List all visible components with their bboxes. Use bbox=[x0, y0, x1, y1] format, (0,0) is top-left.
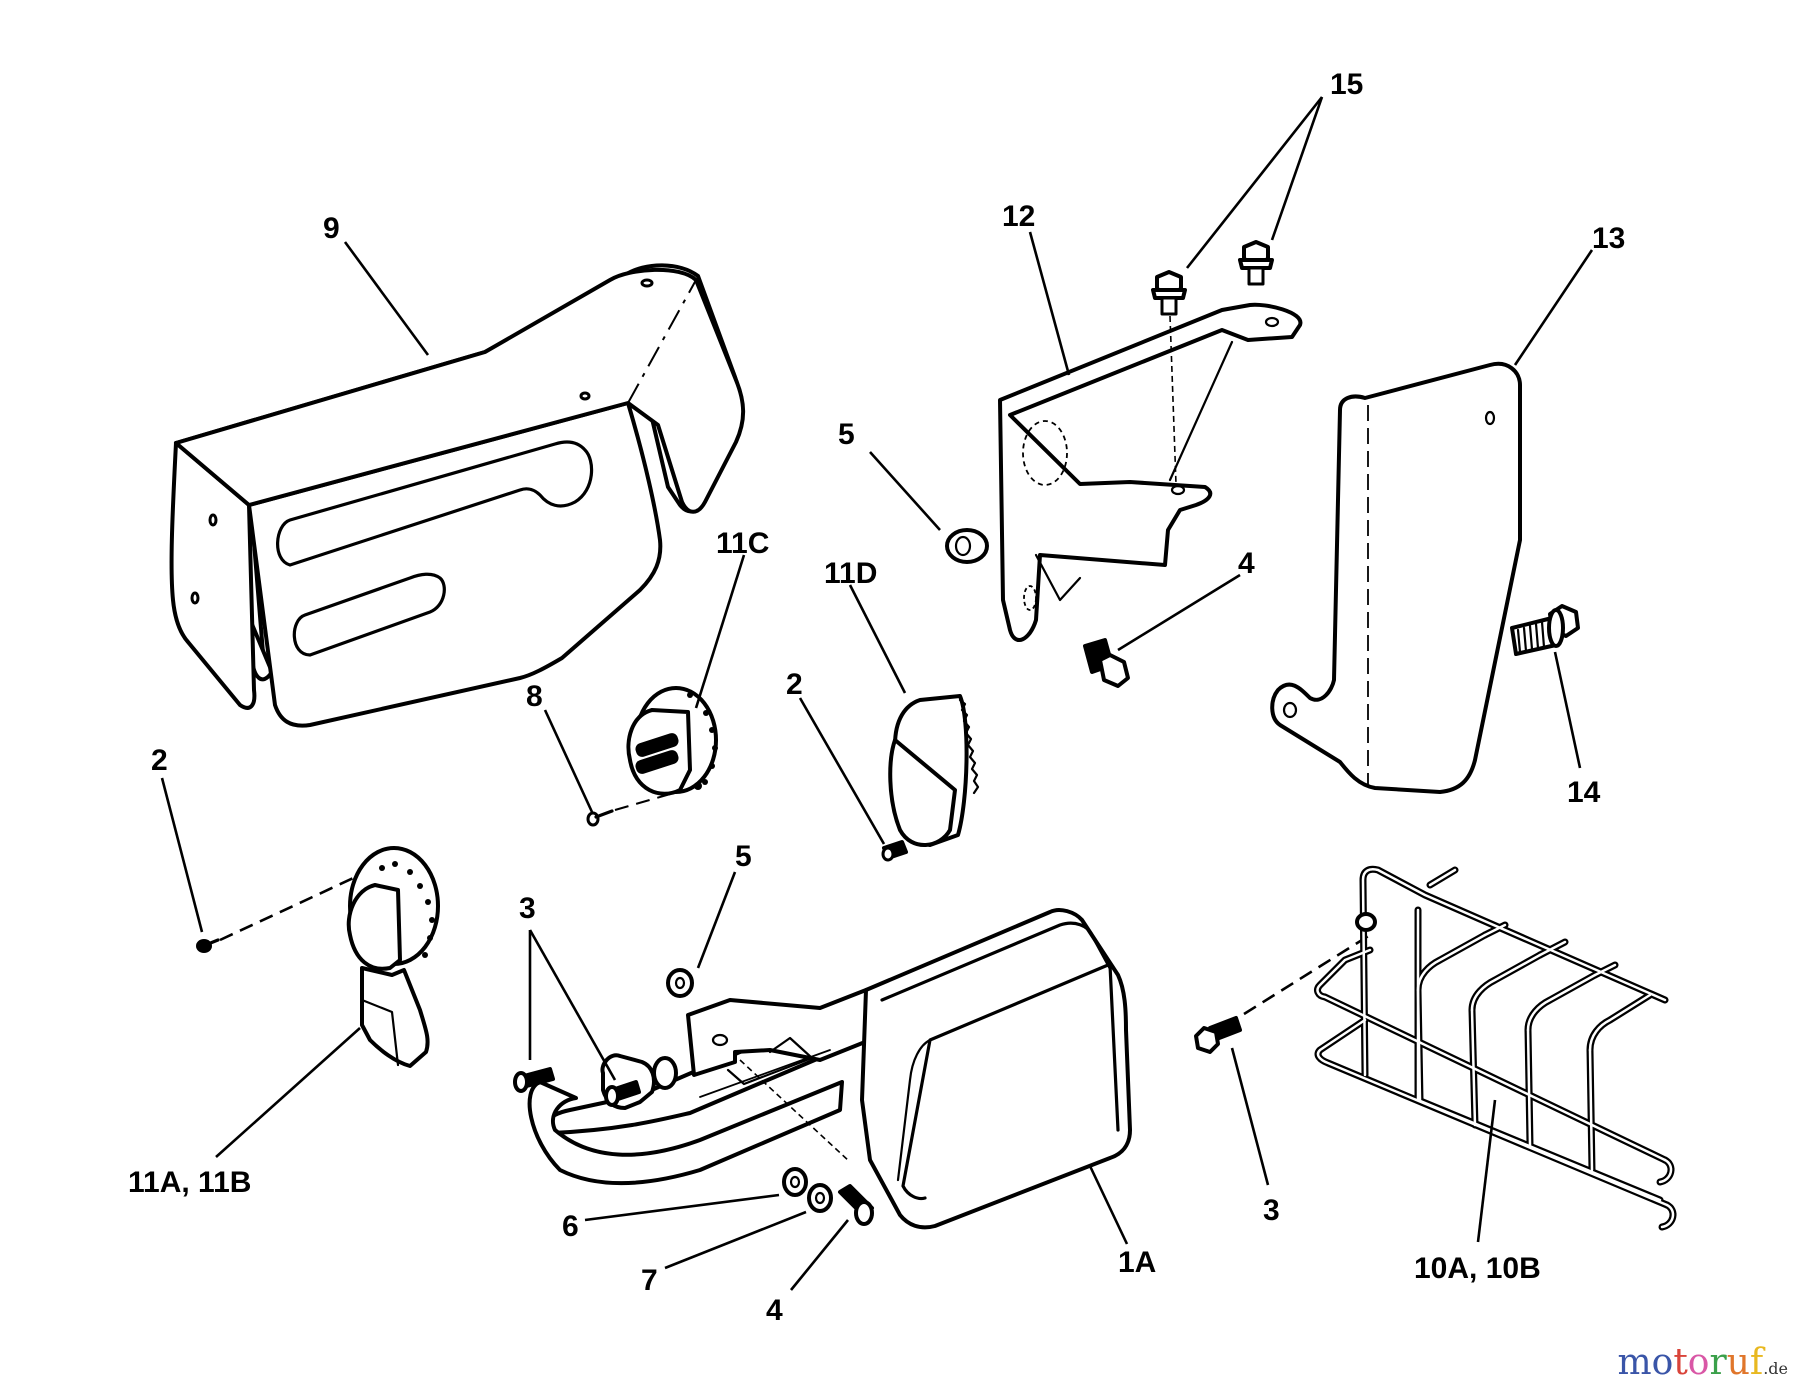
leader-13 bbox=[1513, 249, 1594, 366]
part-2-screw-left[interactable] bbox=[196, 938, 220, 953]
leader-5-lower bbox=[696, 871, 737, 969]
assembly-line-8 bbox=[614, 785, 699, 811]
part-5-spacer-upper[interactable] bbox=[945, 528, 989, 564]
assembly-line-3-right bbox=[1243, 933, 1371, 1016]
callout-9: 9 bbox=[323, 212, 340, 245]
leader-1a bbox=[1088, 1165, 1129, 1245]
logo-tld: .de bbox=[1763, 1359, 1788, 1378]
callout-10ab: 10A, 10B bbox=[1414, 1252, 1541, 1285]
callout-7: 7 bbox=[641, 1264, 658, 1297]
part-9-muffler-shield[interactable] bbox=[169, 263, 746, 728]
callout-11c: 11C bbox=[716, 527, 769, 560]
leader-4-lower bbox=[789, 1219, 850, 1291]
leader-11c bbox=[694, 554, 746, 709]
callout-2-mid: 2 bbox=[786, 668, 803, 701]
watermark-logo: motoruf.de bbox=[1617, 1342, 1788, 1383]
logo-letter: r bbox=[1709, 1342, 1727, 1383]
callout-12: 12 bbox=[1002, 200, 1035, 233]
callout-5-lower: 5 bbox=[735, 840, 752, 873]
leader-2-mid bbox=[798, 697, 886, 845]
part-1a-muffler[interactable] bbox=[513, 908, 1132, 1230]
leader-7 bbox=[664, 1210, 807, 1270]
leader-12 bbox=[1028, 231, 1071, 376]
callout-15: 15 bbox=[1330, 68, 1363, 101]
part-8-screw[interactable] bbox=[586, 809, 614, 827]
part-3-bolt-right[interactable] bbox=[1194, 1016, 1242, 1054]
callout-2-left: 2 bbox=[151, 744, 168, 777]
logo-letter: o bbox=[1651, 1342, 1674, 1383]
leader-3-right bbox=[1230, 1047, 1270, 1186]
callout-11ab: 11A, 11B bbox=[128, 1166, 251, 1199]
part-11c-deflector-cap[interactable] bbox=[626, 686, 718, 796]
part-6-washer[interactable] bbox=[782, 1167, 808, 1197]
callout-14: 14 bbox=[1567, 776, 1601, 809]
logo-letter: u bbox=[1726, 1342, 1750, 1383]
callout-4-upper: 4 bbox=[1238, 547, 1255, 580]
callout-13: 13 bbox=[1592, 222, 1625, 255]
callout-5-upper: 5 bbox=[838, 418, 855, 451]
callout-8: 8 bbox=[526, 680, 543, 713]
part-4-bolt-lower[interactable] bbox=[838, 1184, 874, 1226]
part-7-lock-washer[interactable] bbox=[807, 1183, 833, 1213]
part-11d-deflector-cap[interactable] bbox=[888, 694, 980, 847]
leader-6 bbox=[584, 1193, 780, 1222]
part-12-bracket[interactable] bbox=[998, 302, 1303, 642]
part-13-bracket-plate[interactable] bbox=[1270, 361, 1522, 794]
leader-2-left bbox=[160, 777, 204, 933]
callout-6: 6 bbox=[562, 1210, 579, 1243]
logo-letter: o bbox=[1687, 1342, 1710, 1383]
callout-4-lower: 4 bbox=[766, 1294, 783, 1327]
part-5-spacer-lower[interactable] bbox=[666, 968, 694, 998]
leader-15b bbox=[1270, 96, 1324, 241]
leader-11ab bbox=[215, 1027, 361, 1158]
callout-1a: 1A bbox=[1118, 1246, 1156, 1279]
part-11ab-deflector[interactable] bbox=[346, 846, 440, 1068]
callout-3-left: 3 bbox=[519, 892, 536, 925]
part-10ab-wire-guard[interactable] bbox=[1314, 865, 1677, 1231]
assembly-line-2-left bbox=[219, 872, 363, 942]
leader-5-upper bbox=[869, 451, 941, 531]
logo-letter: t bbox=[1673, 1342, 1688, 1383]
part-14-flange-bolt[interactable] bbox=[1510, 604, 1580, 656]
assembly-line-6-7-4 bbox=[739, 1059, 851, 1163]
callout-3-right: 3 bbox=[1263, 1194, 1280, 1227]
leader-14 bbox=[1553, 651, 1582, 769]
part-15-flange-bolt-a[interactable] bbox=[1151, 270, 1187, 316]
leader-11d bbox=[848, 584, 907, 694]
assembly-line-15 bbox=[1169, 315, 1177, 485]
logo-letter: m bbox=[1617, 1342, 1652, 1383]
callout-11d: 11D bbox=[824, 557, 877, 590]
leader-10ab bbox=[1476, 1099, 1497, 1243]
leader-3b bbox=[528, 929, 617, 1081]
part-2-screw-mid[interactable] bbox=[881, 840, 908, 862]
part-4-bolt-upper[interactable] bbox=[1083, 638, 1130, 688]
leader-9 bbox=[343, 241, 430, 356]
leader-8 bbox=[543, 709, 594, 813]
leader-4-upper bbox=[1117, 573, 1241, 652]
part-15-flange-bolt-b[interactable] bbox=[1238, 240, 1274, 286]
logo-letter: f bbox=[1749, 1342, 1764, 1383]
leader-15a bbox=[1185, 96, 1324, 269]
